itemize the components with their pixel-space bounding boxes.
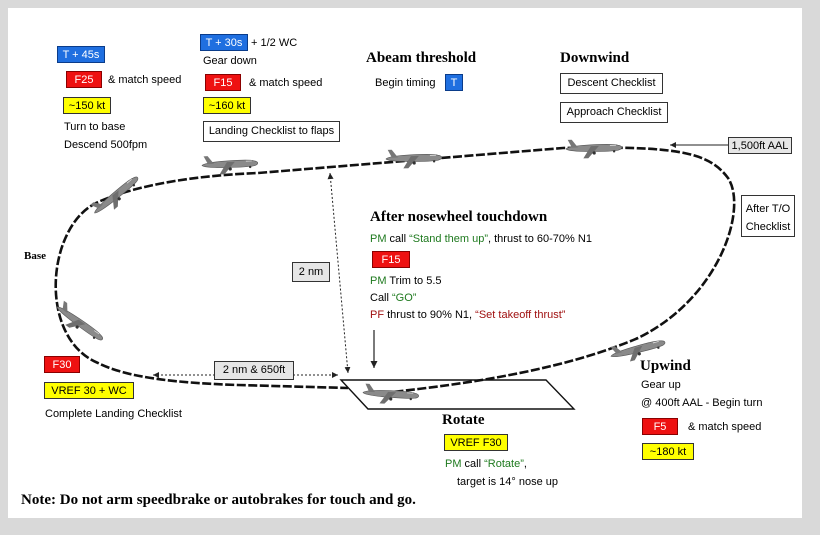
- altitude-1500-box: 1,500ft AAL: [728, 137, 792, 154]
- after-takeoff-line2: Checklist: [745, 221, 791, 233]
- vertical-distance-arrow: [327, 172, 351, 374]
- rotate-pm-end: ,: [523, 458, 527, 470]
- gear-down-time-suffix: + 1/2 WC: [251, 37, 298, 49]
- pm-trim-text: Trim to 5.5: [386, 275, 442, 287]
- aircraft-base-turn: [88, 169, 145, 222]
- gear-down-speed-badge: ~160 kt: [203, 97, 251, 114]
- rotate-title: Rotate: [442, 412, 485, 428]
- nosewheel-title: After nosewheel touchdown: [370, 209, 548, 225]
- turn-base-line2: Descend 500fpm: [64, 139, 148, 151]
- turn-base-flaps-text: & match speed: [108, 74, 182, 86]
- final-speed-badge: VREF 30 + WC: [44, 382, 134, 399]
- rotate-quote: “Rotate”: [484, 458, 524, 470]
- gear-down-line1: Gear down: [203, 55, 257, 67]
- abeam-title: Abeam threshold: [366, 50, 477, 66]
- pm-call-mid: call: [386, 233, 410, 245]
- pf-thrust-mid: thrust to 90% N1,: [384, 309, 476, 321]
- final-flaps-badge: F30: [44, 356, 80, 373]
- go-quote: “GO”: [392, 292, 417, 304]
- descent-checklist-box: Descent Checklist: [560, 73, 663, 94]
- final-checklist-text: Complete Landing Checklist: [45, 408, 182, 420]
- abeam-text: Begin timing: [375, 77, 436, 89]
- pm-role-label: PM: [370, 233, 387, 245]
- gear-down-flaps-text: & match speed: [249, 77, 323, 89]
- gear-down-flaps-badge: F15: [205, 74, 241, 91]
- vertical-distance-label: 2 nm: [292, 262, 330, 282]
- approach-checklist-box: Approach Checklist: [560, 102, 668, 123]
- nosewheel-pm-call-line: PM call “Stand them up”, thrust to 60-70…: [370, 233, 592, 246]
- upwind-flaps-badge: F5: [642, 418, 678, 435]
- turn-base-flaps-badge: F25: [66, 71, 102, 88]
- aircraft-downwind-right: [565, 137, 623, 160]
- nosewheel-pf-thrust-line: PF thrust to 90% N1, “Set takeoff thrust…: [370, 309, 565, 322]
- diagram-panel: T + 45s F25 & match speed ~150 kt Turn t…: [8, 8, 802, 518]
- pf-role-label: PF: [370, 309, 385, 321]
- upwind-line1: Gear up: [641, 379, 681, 391]
- nosewheel-trim-line: PM Trim to 5.5: [370, 275, 442, 288]
- rotate-pm-call-line: PM call “Rotate”,: [445, 458, 527, 471]
- pm-call-end: , thrust to 60-70% N1: [488, 233, 592, 245]
- downwind-title: Downwind: [560, 50, 630, 66]
- upwind-speed-badge: ~180 kt: [642, 443, 694, 460]
- call-prefix: Call: [370, 292, 393, 304]
- turn-base-line1: Turn to base: [64, 121, 126, 133]
- stand-them-up-quote: “Stand them up”: [409, 233, 488, 245]
- base-label: Base: [24, 250, 46, 262]
- touch-and-go-note: Note: Do not arm speedbrake or autobrake…: [21, 492, 416, 508]
- horizontal-distance-label: 2 nm & 650ft: [214, 361, 294, 380]
- runway: [339, 379, 576, 410]
- nosewheel-go-call-line: Call “GO”: [370, 292, 416, 305]
- pm-trim-role-label: PM: [370, 275, 387, 287]
- rotate-speed-badge: VREF F30: [444, 434, 508, 451]
- upwind-flaps-text: & match speed: [688, 421, 762, 433]
- turn-base-speed-badge: ~150 kt: [63, 97, 111, 114]
- aircraft-final-turn: [50, 299, 109, 348]
- set-takeoff-thrust-quote: “Set takeoff thrust”: [475, 309, 566, 321]
- rotate-pm-mid: call: [461, 458, 485, 470]
- turn-base-time-badge: T + 45s: [57, 46, 105, 63]
- landing-checklist-box: Landing Checklist to flaps: [203, 121, 340, 142]
- aircraft-downwind-middle: [385, 147, 443, 170]
- rotate-pitch-target: target is 14° nose up: [457, 476, 559, 488]
- upwind-title: Upwind: [640, 358, 691, 374]
- after-takeoff-line1: After T/O: [745, 203, 791, 215]
- rotate-pm-role-label: PM: [445, 458, 462, 470]
- abeam-timing-badge: T: [445, 74, 463, 91]
- aircraft-on-runway: [362, 383, 420, 406]
- gear-down-time-badge: T + 30s: [200, 34, 248, 51]
- upwind-line2: @ 400ft AAL - Begin turn: [641, 397, 763, 409]
- after-takeoff-checklist-box: After T/O Checklist: [741, 195, 795, 237]
- nosewheel-flaps-badge: F15: [372, 251, 410, 268]
